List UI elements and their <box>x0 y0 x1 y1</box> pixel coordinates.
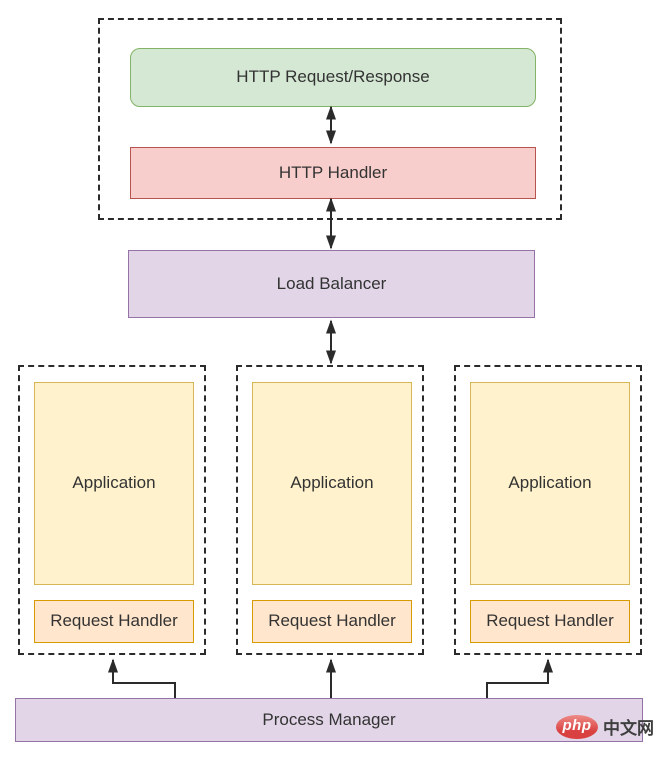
process-manager-label: Process Manager <box>262 709 396 729</box>
application-label-3: Application <box>508 473 592 493</box>
request-handler-node-1: Request Handler <box>34 600 194 643</box>
app-group-1: Application Request Handler <box>18 365 206 655</box>
http-handler-label: HTTP Handler <box>278 162 388 182</box>
arrow-processmanager-app3 <box>486 658 553 698</box>
request-handler-node-2: Request Handler <box>252 600 412 643</box>
application-label-1: Application <box>72 473 156 493</box>
request-handler-label-1: Request Handler <box>50 611 178 631</box>
application-node-1: Application <box>34 382 194 585</box>
http-handler-node: HTTP Handler <box>130 147 536 199</box>
arrow-processmanager-app1 <box>108 658 176 698</box>
watermark: php 中文网 <box>556 714 654 739</box>
application-node-3: Application <box>470 382 630 585</box>
http-layer-group: HTTP Request/Response HTTP Handler <box>98 18 562 220</box>
request-handler-node-3: Request Handler <box>470 600 630 643</box>
http-request-response-node: HTTP Request/Response <box>130 48 536 107</box>
http-request-response-label: HTTP Request/Response <box>236 67 430 87</box>
application-label-2: Application <box>290 473 374 493</box>
php-logo-icon: php <box>556 714 598 739</box>
request-handler-label-2: Request Handler <box>268 611 396 631</box>
watermark-site-name: 中文网 <box>603 719 654 738</box>
app-group-3: Application Request Handler <box>454 365 642 655</box>
request-handler-label-3: Request Handler <box>486 611 614 631</box>
load-balancer-label: Load Balancer <box>276 273 387 293</box>
load-balancer-node: Load Balancer <box>128 250 535 318</box>
process-manager-node: Process Manager <box>15 698 643 742</box>
app-group-2: Application Request Handler <box>236 365 424 655</box>
application-node-2: Application <box>252 382 412 585</box>
